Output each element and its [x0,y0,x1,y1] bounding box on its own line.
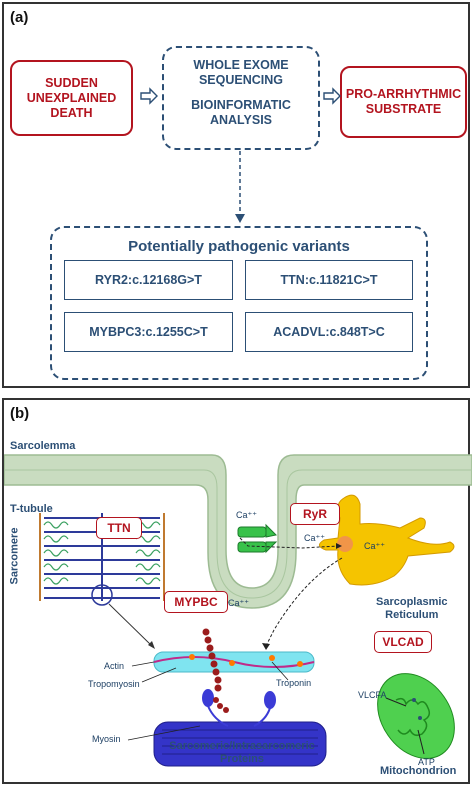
sr-label-line-1: Sarcoplasmic [376,596,448,608]
down-arrow-head-icon [235,214,245,223]
mitochondrion-shape [377,673,455,759]
mypbc-tag: MYPBC [164,591,228,613]
sarcolemma-label: Sarcolemma [10,440,76,452]
sr-label: Sarcoplasmic Reticulum [376,596,448,622]
zoom-circle [91,584,113,606]
left-box-line-2: UNEXPLAINED [26,90,117,105]
center-box-line-4: ANALYSIS [209,113,273,127]
ca-label-2: Ca⁺⁺ [304,533,326,543]
variants-title: Potentially pathogenic variants [128,238,350,255]
calcium-channel-icon [237,523,278,554]
sarcoplasmic-reticulum-shape [319,494,455,586]
ca-label-3: Ca⁺⁺ [364,541,386,551]
vlcad-tag: VLCAD [374,631,432,653]
vlcfa-label: VLCFA [358,690,387,700]
hollow-arrow-icon-2 [323,87,341,105]
tropomyosin-label: Tropomyosin [88,679,140,689]
mitochondrion-label: Mitochondrion [380,765,457,777]
panel-a: (a) SUDDEN UNEXPLAINED DEATH WHOLE EXOME… [2,2,470,388]
sr-label-line-2: Reticulum [385,609,439,621]
panel-a-arrows [140,87,341,223]
ryr-tag: RyR [290,503,340,525]
exome-sequencing-box: WHOLE EXOME SEQUENCING BIOINFORMATIC ANA… [162,46,320,150]
cell-illustration [4,454,472,767]
actin-filament [153,651,315,673]
left-box-line-3: DEATH [50,105,93,120]
myosin-label: Myosin [92,734,121,744]
troponin-label: Troponin [276,678,312,688]
center-box-line-2: SEQUENCING [198,73,284,87]
right-box-line-1: PRO-ARRHYTHMIC [345,87,462,101]
center-box-line-3: BIOINFORMATIC [191,98,291,112]
atp-label: ATP [418,757,435,767]
variants-box: Potentially pathogenic variants [50,226,428,380]
sudden-death-box: SUDDEN UNEXPLAINED DEATH [10,60,133,136]
hollow-arrow-icon-1 [140,87,158,105]
zoom-arrow [108,603,153,647]
actin-label: Actin [104,661,125,671]
myosin-filament [153,689,327,767]
panel-a-label: (a) [10,9,29,26]
panel-b-label: (b) [10,405,30,422]
mybpc-protein-icon [202,628,222,692]
proteins-label: Sarcomeric/Intrasarcomeric Proteins [152,740,332,766]
variant-acadvl: ACADVL:c.848T>C [245,312,413,352]
panel-b: (b) Sarcolemma T-tubule Sarcomere TTN Ry… [2,398,472,784]
t-tubule-label: T-tubule [10,503,53,515]
proteins-label-line-1: Sarcomeric/Intrasarcomeric [169,740,315,752]
left-box-line-1: SUDDEN [45,75,98,90]
variant-ttn: TTN:c.11821C>T [245,260,413,300]
right-box-line-2: SUBSTRATE [365,102,442,116]
ca-label-1: Ca⁺⁺ [236,510,258,520]
ca-label-4: Ca⁺⁺ [228,598,250,608]
proteins-label-line-2: Proteins [219,753,264,765]
center-box-line-1: WHOLE EXOME [193,58,289,72]
sarcomere-label: Sarcomere [8,527,21,585]
variant-mybpc3: MYBPC3:c.1255C>T [64,312,233,352]
pro-arrhythmic-box: PRO-ARRHYTHMIC SUBSTRATE [340,66,467,138]
ttn-tag: TTN [96,517,142,539]
variant-ryr2: RYR2:c.12168G>T [64,260,233,300]
